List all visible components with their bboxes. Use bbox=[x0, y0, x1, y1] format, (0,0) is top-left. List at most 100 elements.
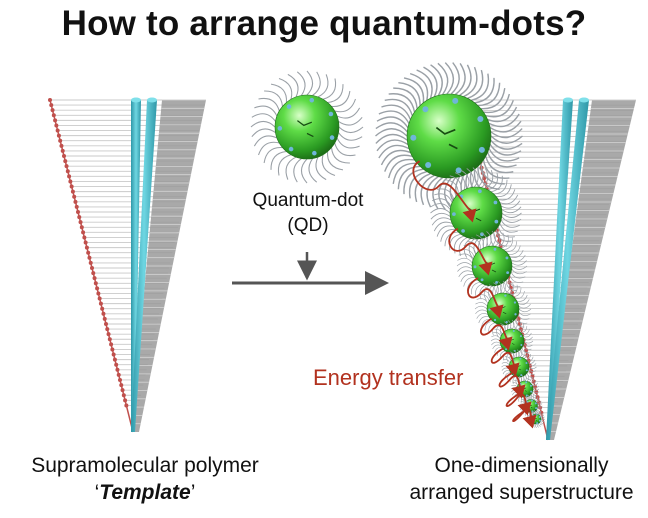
ligand bbox=[500, 323, 506, 332]
ligand bbox=[432, 176, 444, 210]
ligand-anchor bbox=[532, 414, 535, 417]
ligand bbox=[490, 128, 523, 139]
ligand-anchor bbox=[530, 390, 533, 393]
ligand-anchor bbox=[422, 106, 429, 113]
ligand bbox=[270, 83, 287, 103]
ligand bbox=[489, 144, 522, 156]
ligand bbox=[499, 194, 519, 205]
ligand bbox=[480, 88, 506, 110]
ligand bbox=[533, 395, 537, 401]
ligand bbox=[490, 139, 523, 150]
ligand bbox=[263, 147, 283, 164]
ligand-anchor bbox=[493, 247, 497, 251]
ligand bbox=[523, 351, 529, 359]
ligand bbox=[526, 372, 534, 378]
quantum-dot-core bbox=[486, 292, 520, 326]
ligand bbox=[331, 90, 351, 107]
ligand-anchor bbox=[538, 419, 541, 422]
ligand-anchor bbox=[513, 301, 517, 304]
ligand bbox=[477, 167, 484, 188]
ligand bbox=[338, 132, 363, 141]
ligand bbox=[510, 387, 518, 390]
ligand bbox=[312, 71, 321, 96]
ligand bbox=[503, 321, 509, 331]
template-polymer-left bbox=[48, 97, 206, 433]
ligand-anchor bbox=[452, 97, 459, 104]
template-teal-rod bbox=[546, 100, 589, 440]
ligand bbox=[532, 390, 539, 394]
ligand bbox=[525, 395, 529, 401]
ligand bbox=[500, 219, 521, 228]
ligand bbox=[431, 217, 452, 226]
ligand bbox=[539, 422, 543, 426]
ligand bbox=[457, 266, 473, 272]
ligand bbox=[504, 356, 512, 362]
ligand-anchor bbox=[530, 399, 533, 402]
ligand bbox=[536, 408, 542, 412]
ligand bbox=[471, 281, 481, 295]
ligand bbox=[490, 135, 523, 144]
ligand bbox=[285, 156, 297, 180]
ligand bbox=[437, 62, 449, 95]
ligand bbox=[507, 277, 521, 287]
ligand-anchor bbox=[328, 111, 334, 117]
ligand bbox=[327, 151, 344, 171]
ligand bbox=[501, 367, 510, 371]
ligand bbox=[521, 347, 530, 354]
ligand-anchor bbox=[513, 372, 516, 375]
ligand bbox=[534, 410, 536, 415]
quantum-dot-facet bbox=[435, 126, 458, 150]
ligand bbox=[509, 274, 524, 283]
ligand bbox=[518, 376, 523, 382]
ligand bbox=[518, 311, 531, 316]
quantum-dot-facet bbox=[297, 120, 314, 138]
ligand bbox=[270, 150, 287, 170]
ligand bbox=[516, 294, 528, 302]
ligand bbox=[531, 392, 538, 396]
ligand-anchor bbox=[455, 167, 462, 174]
ligand bbox=[471, 73, 490, 102]
ligand-anchor bbox=[425, 161, 432, 168]
ligand bbox=[488, 284, 496, 296]
ligand-anchor bbox=[534, 402, 537, 405]
template-teal-rod-cap bbox=[147, 97, 157, 103]
ligand bbox=[528, 366, 537, 370]
ligand bbox=[378, 110, 410, 124]
ligand bbox=[527, 418, 532, 421]
ligand bbox=[375, 128, 408, 137]
ligand bbox=[499, 223, 518, 233]
ligand bbox=[518, 303, 531, 309]
ligand bbox=[501, 212, 522, 218]
ligand bbox=[481, 232, 488, 248]
ligand-anchor bbox=[410, 134, 417, 141]
ligand bbox=[315, 156, 327, 181]
ligand bbox=[476, 313, 489, 319]
ligand bbox=[525, 374, 531, 381]
ligand bbox=[536, 410, 538, 415]
ligand bbox=[502, 280, 507, 294]
ligand bbox=[479, 284, 486, 300]
page-title: How to arrange quantum-dots? bbox=[61, 4, 587, 43]
ligand bbox=[458, 253, 474, 260]
template-teal-rod bbox=[131, 100, 157, 432]
ligand bbox=[521, 350, 526, 358]
ligand bbox=[510, 255, 526, 262]
ligand bbox=[467, 69, 484, 99]
caption-superstructure: One-dimensionally arranged superstructur… bbox=[395, 452, 648, 506]
ligand bbox=[494, 328, 503, 335]
template-teal-rod bbox=[546, 100, 573, 440]
ligand bbox=[449, 233, 462, 251]
ligand bbox=[338, 116, 363, 126]
ligand-anchor bbox=[538, 415, 541, 418]
ligand bbox=[515, 290, 525, 300]
ligand bbox=[293, 158, 302, 183]
ligand-anchor bbox=[480, 232, 484, 237]
ligand bbox=[430, 212, 451, 220]
ligand bbox=[501, 364, 510, 368]
ligand bbox=[501, 362, 510, 366]
ligand-anchor bbox=[535, 413, 538, 416]
ligand bbox=[538, 423, 541, 427]
ligand bbox=[475, 283, 484, 298]
